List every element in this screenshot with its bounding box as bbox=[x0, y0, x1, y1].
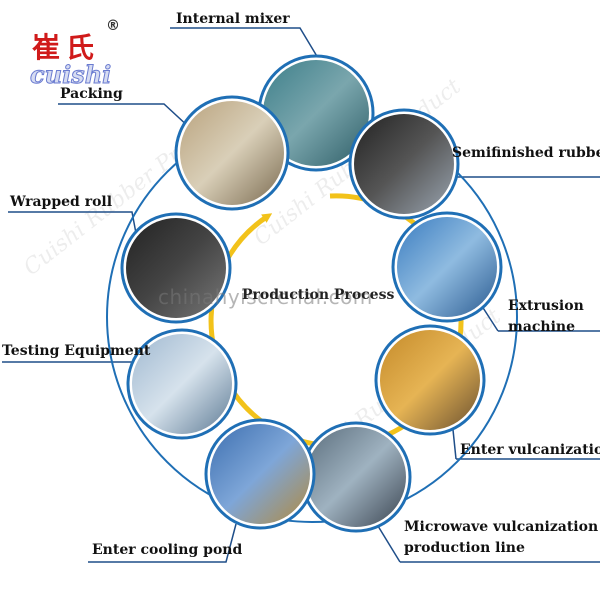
photo-packing bbox=[180, 101, 284, 205]
label-enter-vulcanization: Enter vulcanization bbox=[460, 442, 600, 458]
photo-testing-equipment bbox=[132, 334, 232, 434]
leader-line bbox=[8, 211, 139, 245]
logo-chinese-text: 崔氏 bbox=[32, 31, 101, 64]
leader-line bbox=[377, 525, 401, 563]
photo-enter-vulcanization bbox=[380, 330, 480, 430]
photo-extrusion-machine bbox=[397, 217, 497, 317]
photo-microwave-vulcanization bbox=[306, 427, 406, 527]
label-microwave-vulcanization: Microwave vulcanization production line bbox=[404, 517, 598, 559]
website-watermark: chinahyiscrenal.com bbox=[158, 285, 373, 309]
label-extrusion-line-1: Extrusion bbox=[508, 298, 584, 314]
leader-line bbox=[58, 103, 191, 129]
label-semifinished-rubber: Semifinished rubber bbox=[452, 145, 600, 161]
label-extrusion-machine: Extrusion machine bbox=[508, 296, 584, 338]
label-microwave-line-2: production line bbox=[404, 540, 525, 556]
registered-mark: ® bbox=[106, 18, 120, 34]
label-wrapped-roll: Wrapped roll bbox=[10, 194, 113, 210]
photo-wrapped-roll bbox=[126, 218, 226, 318]
photo-semifinished-rubber bbox=[354, 114, 454, 214]
label-microwave-line-1: Microwave vulcanization bbox=[404, 519, 599, 535]
label-extrusion-line-2: machine bbox=[508, 319, 575, 335]
cuishi-logo: 崔氏 ® cuishi bbox=[12, 12, 122, 90]
leader-line bbox=[88, 523, 237, 563]
leader-line bbox=[2, 361, 147, 385]
label-enter-cooling-pond: Enter cooling pond bbox=[92, 542, 243, 558]
label-packing: Packing bbox=[60, 86, 123, 102]
label-testing-equipment: Testing Equipment bbox=[2, 343, 151, 359]
label-internal-mixer: Internal mixer bbox=[176, 11, 290, 27]
photo-enter-cooling-pond bbox=[210, 424, 310, 524]
logo-english-text: cuishi bbox=[29, 60, 112, 90]
center-title: Production Process bbox=[242, 287, 395, 303]
leader-line bbox=[170, 27, 319, 59]
photo-internal-mixer bbox=[263, 60, 369, 166]
